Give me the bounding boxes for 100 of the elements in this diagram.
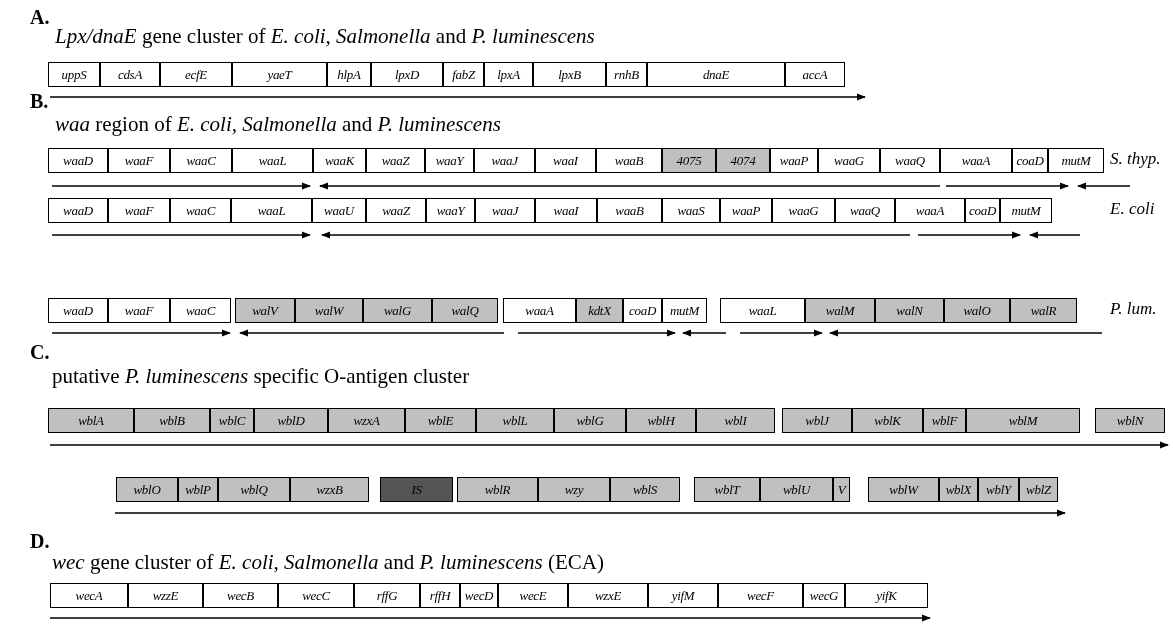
gene-box: wblJ <box>782 408 852 433</box>
section-title: waa region of E. coli, Salmonella and P. luminescens <box>55 112 501 137</box>
gene-box: mutM <box>662 298 707 323</box>
gene-box: waaD <box>48 198 108 223</box>
gene-box: walN <box>875 298 944 323</box>
gene-box: wzxA <box>328 408 405 433</box>
gene-box: ecfE <box>160 62 232 87</box>
organism-label: P. lum. <box>1110 299 1157 319</box>
organism-label: E. coli <box>1110 199 1155 219</box>
gene-box: coaD <box>623 298 662 323</box>
gene-box: wblL <box>476 408 554 433</box>
gene-box: waaC <box>170 198 231 223</box>
gene-box: waaF <box>108 298 170 323</box>
section-title: putative P. luminescens specific O-antigen cluster <box>52 364 470 389</box>
gene-box: wblO <box>116 477 178 502</box>
gene-box: wzy <box>538 477 610 502</box>
gene-box: wblN <box>1095 408 1165 433</box>
section-title: wec gene cluster of E. coli, Salmonella and P. luminescens (ECA) <box>52 550 604 575</box>
gene-box: wblX <box>939 477 978 502</box>
gene-box: wblR <box>457 477 538 502</box>
gene-box: walV <box>235 298 295 323</box>
gene-box: waaG <box>818 148 880 173</box>
gene-box: waaL <box>231 198 312 223</box>
gene-box: waaD <box>48 298 108 323</box>
gene-box: waaL <box>232 148 313 173</box>
gene-box: walM <box>805 298 875 323</box>
gene-box: rffG <box>354 583 420 608</box>
gene-box: walQ <box>432 298 498 323</box>
gene-box: waaC <box>170 298 231 323</box>
gene-box: waaF <box>108 148 170 173</box>
gene-box: walO <box>944 298 1010 323</box>
gene-box: IS <box>380 477 453 502</box>
gene-box: wblC <box>210 408 254 433</box>
gene-box: yifM <box>648 583 718 608</box>
gene-box: waaS <box>662 198 720 223</box>
gene-box: wecE <box>498 583 568 608</box>
gene-box: wzxB <box>290 477 369 502</box>
gene-box: uppS <box>48 62 100 87</box>
gene-box: rffH <box>420 583 460 608</box>
gene-box: waaJ <box>474 148 535 173</box>
gene-box: waaQ <box>880 148 940 173</box>
gene-box: wblK <box>852 408 923 433</box>
gene-box: wblY <box>978 477 1019 502</box>
gene-box: waaL <box>720 298 805 323</box>
gene-box: coaD <box>1012 148 1048 173</box>
gene-box: waaA <box>895 198 965 223</box>
gene-box: walG <box>363 298 432 323</box>
gene-box: waaF <box>108 198 170 223</box>
gene-box: wblH <box>626 408 696 433</box>
gene-box: waaY <box>425 148 474 173</box>
gene-box: waaP <box>770 148 818 173</box>
gene-box: wblE <box>405 408 476 433</box>
gene-box: kdtX <box>576 298 623 323</box>
gene-box: dnaE <box>647 62 785 87</box>
gene-box: waaB <box>596 148 662 173</box>
gene-box: wblP <box>178 477 218 502</box>
gene-box: waaZ <box>366 148 425 173</box>
gene-box: 4074 <box>716 148 770 173</box>
gene-box: wzxE <box>568 583 648 608</box>
gene-box: hlpA <box>327 62 371 87</box>
gene-box: waaJ <box>475 198 535 223</box>
gene-box: walW <box>295 298 363 323</box>
gene-box: wecB <box>203 583 278 608</box>
gene-box: waaD <box>48 148 108 173</box>
gene-box: wblQ <box>218 477 290 502</box>
gene-box: wblS <box>610 477 680 502</box>
gene-box: waaA <box>940 148 1012 173</box>
gene-box: wblA <box>48 408 134 433</box>
gene-box: waaA <box>503 298 576 323</box>
gene-box: wblG <box>554 408 626 433</box>
gene-box: lpxB <box>533 62 606 87</box>
gene-box: accA <box>785 62 845 87</box>
section-letter: B. <box>30 90 49 113</box>
gene-box: mutM <box>1000 198 1052 223</box>
gene-box: wblI <box>696 408 775 433</box>
gene-box: wecA <box>50 583 128 608</box>
gene-box: 4075 <box>662 148 716 173</box>
gene-box: wblU <box>760 477 833 502</box>
gene-box: waaI <box>535 198 597 223</box>
gene-box: yaeT <box>232 62 327 87</box>
gene-box: mutM <box>1048 148 1104 173</box>
section-letter: D. <box>30 530 50 553</box>
gene-box: wecF <box>718 583 803 608</box>
gene-box: lpxA <box>484 62 533 87</box>
section-letter: C. <box>30 341 50 364</box>
section-letter: A. <box>30 6 50 29</box>
gene-box: wecC <box>278 583 354 608</box>
gene-box: wblZ <box>1019 477 1058 502</box>
gene-box: rnhB <box>606 62 647 87</box>
gene-box: waaK <box>313 148 366 173</box>
gene-box: wblM <box>966 408 1080 433</box>
gene-box: waaB <box>597 198 662 223</box>
gene-box: waaP <box>720 198 772 223</box>
gene-box: cdsA <box>100 62 160 87</box>
gene-box: wzzE <box>128 583 203 608</box>
gene-box: waaG <box>772 198 835 223</box>
gene-box: V <box>833 477 850 502</box>
gene-box: waaU <box>312 198 366 223</box>
gene-box: walR <box>1010 298 1077 323</box>
gene-box: wecG <box>803 583 845 608</box>
